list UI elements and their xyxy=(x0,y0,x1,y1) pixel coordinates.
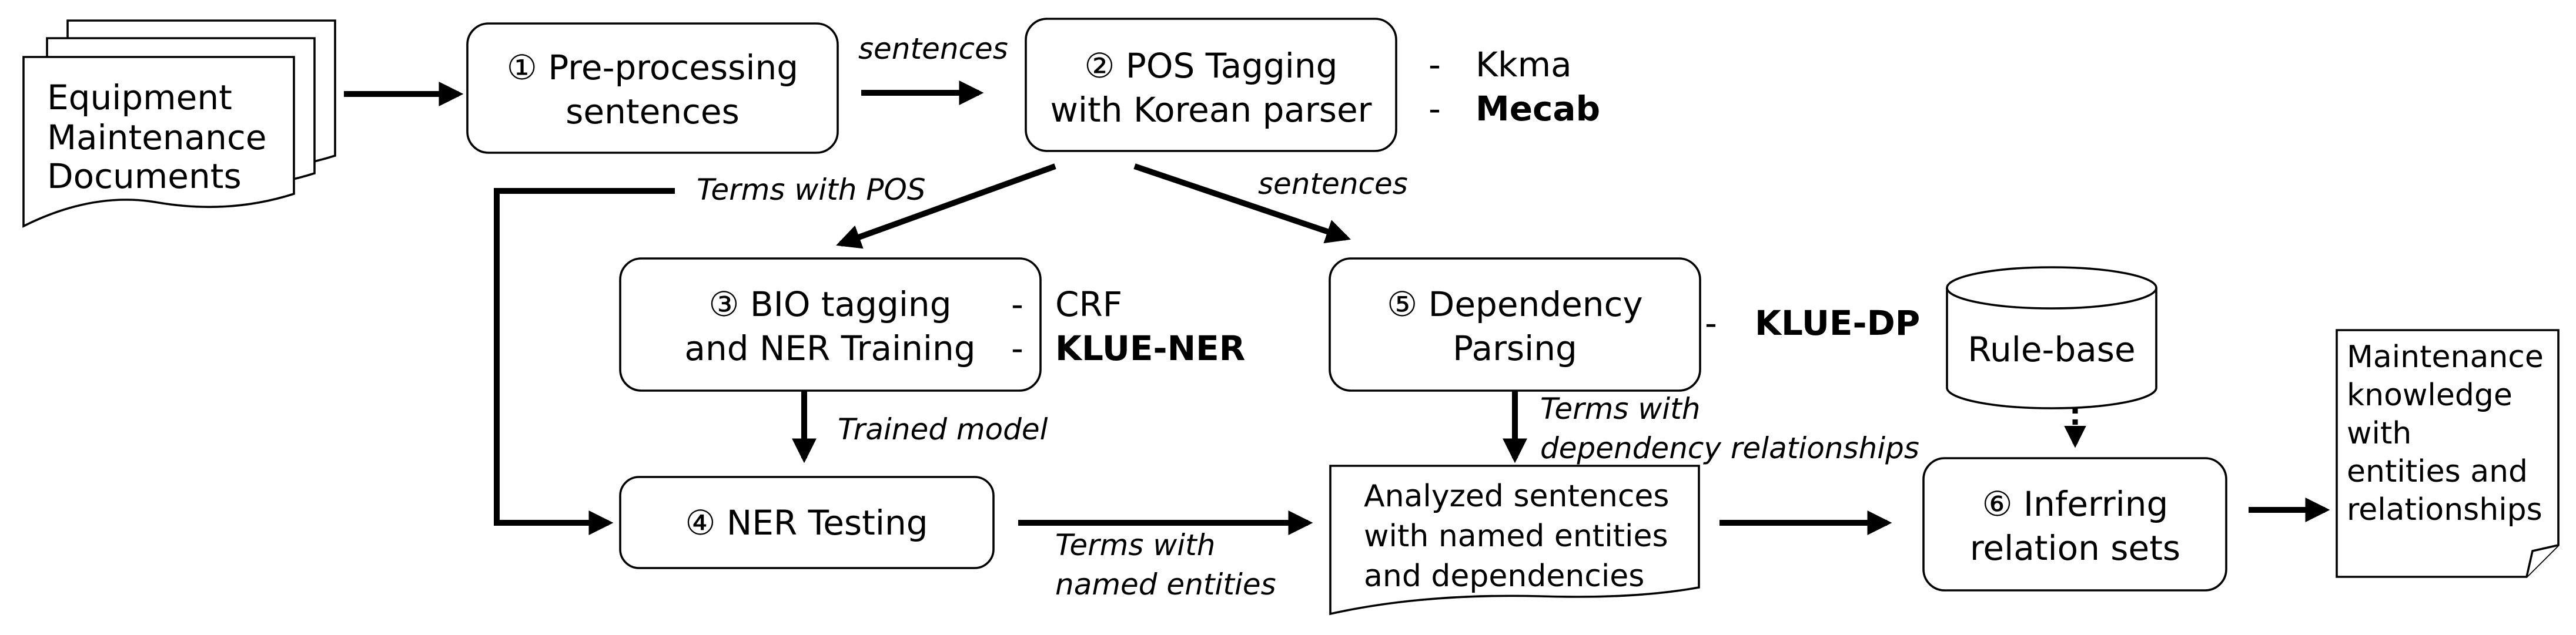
tool-klue-dp: KLUE-DP xyxy=(1755,303,1920,343)
edge-label-terms-with-ne-1: Terms with xyxy=(1055,528,1215,562)
bullet: - xyxy=(1011,328,1023,368)
step2-pos-tagging-box: ② POS Tagging with Korean parser xyxy=(1025,18,1397,152)
analyzed-sentences-document: Analyzed sentences with named entities a… xyxy=(1329,465,1700,616)
step6-inferring-box: ⑥ Inferring relation sets xyxy=(1922,457,2227,592)
step1-preprocessing-box: ① Pre-processing sentences xyxy=(466,22,839,154)
tool-mecab: Mecab xyxy=(1476,89,1600,129)
edge-label-sentences-1: sentences xyxy=(858,32,1008,66)
step1-label-line-2: sentences xyxy=(566,92,740,132)
edge-labels: sentences Terms with POS sentences Train… xyxy=(697,32,1919,602)
step1-label-line-1: ① Pre-processing xyxy=(507,48,798,88)
step3-tools-list: - CRF - KLUE-NER xyxy=(1011,284,1245,368)
tool-crf: CRF xyxy=(1055,284,1122,324)
rule-base-label: Rule-base xyxy=(1968,330,2135,369)
step3-bio-tagging-box: ③ BIO tagging and NER Training xyxy=(619,257,1042,392)
step3-label-line-1: ③ BIO tagging xyxy=(708,284,951,324)
arrow-step2-to-step3 xyxy=(836,163,1056,249)
step5-label-line-2: Parsing xyxy=(1453,328,1577,368)
input-documents-stack: Equipment Maintenance Documents xyxy=(22,19,336,228)
output-line-5: relationships xyxy=(2347,492,2542,528)
input-docs-line-2: Maintenance xyxy=(47,117,267,157)
rule-base-cylinder: Rule-base xyxy=(1946,266,2157,409)
input-docs-line-1: Equipment xyxy=(47,78,232,117)
edge-label-terms-with-pos: Terms with POS xyxy=(697,173,926,207)
step4-ner-testing-box: ④ NER Testing xyxy=(619,476,995,569)
edge-label-terms-with-dep-2: dependency relationships xyxy=(1540,431,1919,465)
analyzed-line-3: and dependencies xyxy=(1364,559,1644,594)
output-knowledge-document: Maintenance knowledge with entities and … xyxy=(2336,329,2560,578)
bullet: - xyxy=(1011,284,1023,324)
bullet: - xyxy=(1428,45,1441,85)
output-line-4: entities and xyxy=(2347,454,2528,489)
step2-label-line-2: with Korean parser xyxy=(1050,90,1371,130)
step2-label-line-1: ② POS Tagging xyxy=(1084,46,1337,86)
analyzed-line-1: Analyzed sentences xyxy=(1364,479,1670,514)
step3-label-line-2: and NER Training xyxy=(684,328,975,368)
edge-label-trained-model: Trained model xyxy=(838,412,1048,446)
bullet: - xyxy=(1705,303,1717,343)
edge-label-sentences-2: sentences xyxy=(1258,167,1408,201)
tool-kkma: Kkma xyxy=(1476,45,1572,85)
edge-label-terms-with-ne-2: named entities xyxy=(1055,567,1276,602)
input-docs-line-3: Documents xyxy=(47,156,242,196)
arrow-pos-terms-to-step4 xyxy=(494,188,675,535)
step5-label-line-1: ⑤ Dependency xyxy=(1387,284,1643,324)
step2-tools-list: - Kkma - Mecab xyxy=(1428,45,1600,129)
edge-label-terms-with-dep-1: Terms with xyxy=(1540,392,1700,426)
step6-label-line-1: ⑥ Inferring xyxy=(1982,484,2169,524)
step6-label-line-2: relation sets xyxy=(1970,528,2180,568)
arrow-step2-to-step5 xyxy=(1133,163,1351,244)
output-line-1: Maintenance xyxy=(2347,340,2544,375)
step5-tools-list: - KLUE-DP xyxy=(1705,303,1920,343)
output-line-2: knowledge xyxy=(2347,378,2513,413)
bullet: - xyxy=(1428,89,1441,129)
output-line-3: with xyxy=(2347,416,2411,451)
step5-dependency-parsing-box: ⑤ Dependency Parsing xyxy=(1329,257,1701,392)
step4-label: ④ NER Testing xyxy=(685,503,928,543)
connector-arrows xyxy=(344,80,2330,535)
analyzed-line-2: with named entities xyxy=(1364,519,1668,554)
tool-klue-ner: KLUE-NER xyxy=(1055,328,1245,368)
